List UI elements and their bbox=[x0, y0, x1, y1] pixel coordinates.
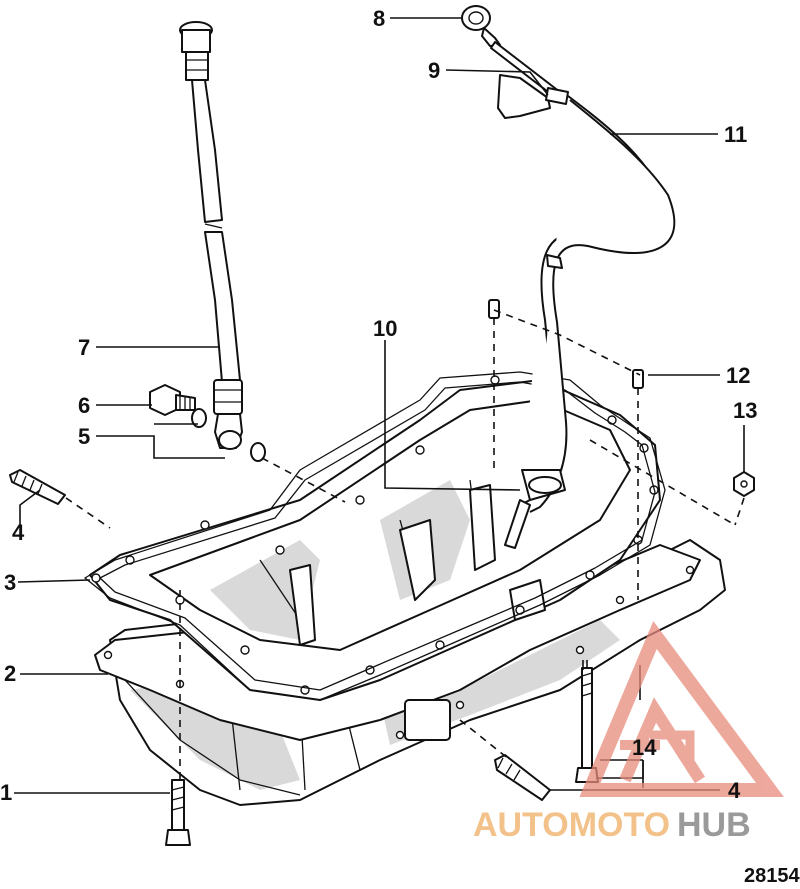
stud-left bbox=[9, 469, 66, 505]
oil-pan-gasket bbox=[84, 371, 666, 701]
leader-lines bbox=[14, 17, 745, 794]
watermark-text-hub: HUB bbox=[677, 806, 751, 844]
watermark-text-main: AUTOMOTO bbox=[473, 806, 670, 844]
dipstick-bracket bbox=[497, 74, 569, 119]
callout-9: 9 bbox=[428, 58, 440, 83]
callout-10: 10 bbox=[373, 316, 397, 341]
dipstick-tube bbox=[504, 89, 676, 549]
o-rings bbox=[191, 408, 266, 462]
callout-13: 13 bbox=[733, 398, 757, 423]
callout-11: 11 bbox=[724, 122, 747, 147]
callout-7: 7 bbox=[78, 335, 90, 360]
alignment-lines bbox=[65, 309, 745, 780]
callout-4-right: 4 bbox=[728, 778, 741, 803]
watermark-logo bbox=[579, 620, 784, 797]
filler-hose bbox=[179, 21, 243, 450]
figure-number: 28154 bbox=[744, 865, 800, 887]
callout-4-left: 4 bbox=[12, 520, 25, 545]
nut-13 bbox=[733, 471, 755, 497]
dowel-pins bbox=[488, 299, 644, 389]
callout-3: 3 bbox=[4, 570, 16, 595]
callout-12: 12 bbox=[726, 363, 750, 388]
fitting bbox=[149, 384, 196, 416]
callout-2: 2 bbox=[4, 661, 16, 686]
dipstick bbox=[461, 5, 561, 99]
callout-6: 6 bbox=[78, 393, 90, 418]
callout-14: 14 bbox=[632, 735, 657, 760]
callout-8: 8 bbox=[373, 6, 385, 31]
bolt-1 bbox=[165, 779, 191, 846]
stud-right bbox=[494, 754, 551, 801]
callout-5: 5 bbox=[78, 424, 90, 449]
oil-pan-upper-housing bbox=[89, 375, 661, 701]
callout-1: 1 bbox=[0, 780, 12, 805]
